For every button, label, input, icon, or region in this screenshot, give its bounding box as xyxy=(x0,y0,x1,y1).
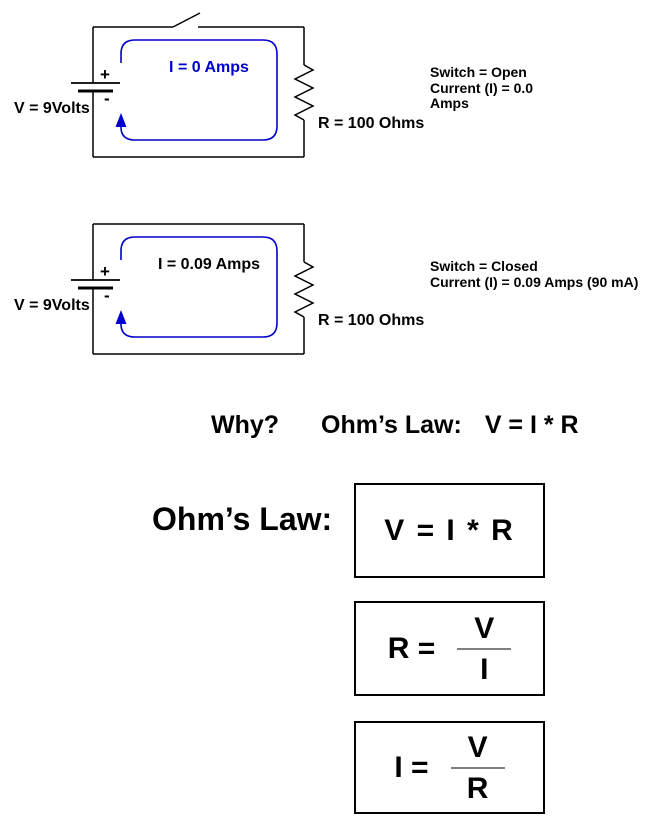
note-line: Amps xyxy=(430,95,469,111)
fraction: V I xyxy=(457,611,512,686)
ohms-law-section-label: Ohm’s Law: xyxy=(152,501,333,537)
battery-minus-sign: - xyxy=(104,89,110,108)
resistor-zigzag xyxy=(293,261,315,318)
resistor-label: R = 100 Ohms xyxy=(318,115,425,132)
voltage-label: V = 9Volts xyxy=(14,297,90,314)
note-line: Current (I) = 0.0 xyxy=(430,79,534,96)
current-loop xyxy=(120,39,278,141)
formula-lhs: R = xyxy=(387,631,436,665)
current-arrow-up-icon xyxy=(115,310,127,324)
switch-open-lever xyxy=(172,12,201,28)
heading-question: Why? xyxy=(211,411,280,439)
fraction-numerator: V xyxy=(474,611,495,645)
fraction-bar xyxy=(457,647,512,650)
heading-formula: V = I * R xyxy=(484,411,579,439)
note-line: Switch = Closed xyxy=(430,258,538,274)
current-value-label: I = 0.09 Amps xyxy=(157,256,261,273)
formula-box-i-equals-v-over-r: I = V R xyxy=(354,721,545,814)
fraction-bar xyxy=(450,766,505,769)
why-ohms-law-heading: Why? Ohm’s Law: V = I * R xyxy=(211,411,579,440)
current-loop xyxy=(120,236,278,338)
current-arrow-up-icon xyxy=(115,113,127,127)
fraction-denominator: R xyxy=(466,771,489,805)
resistor-label: R = 100 Ohms xyxy=(318,312,425,329)
formula-lhs: I = xyxy=(394,750,429,784)
heading-law: Ohm’s Law: xyxy=(321,411,462,439)
circuit-open-schematic xyxy=(71,12,315,158)
circuit-open-notes: Switch = Open Current (I) = 0.0 Amps xyxy=(430,64,534,112)
circuit-closed-schematic xyxy=(71,223,315,355)
note-line: Current (I) = 0.09 Amps (90 mA) xyxy=(430,273,639,290)
formula-box-r-equals-v-over-i: R = V I xyxy=(354,601,545,696)
voltage-label: V = 9Volts xyxy=(14,100,90,117)
fraction-numerator: V xyxy=(467,730,488,764)
fraction: V R xyxy=(450,730,505,805)
circuit-closed-notes: Switch = Closed Current (I) = 0.09 Amps … xyxy=(430,258,639,290)
battery-plus-sign: + xyxy=(100,65,110,84)
battery-minus-sign: - xyxy=(104,286,110,305)
note-line: Switch = Open xyxy=(430,64,527,80)
fraction-denominator: I xyxy=(480,652,489,686)
battery-plus-sign: + xyxy=(100,262,110,281)
formula-text: V = I * R xyxy=(384,513,515,547)
current-value-label: I = 0 Amps xyxy=(169,59,249,76)
resistor-zigzag xyxy=(293,64,315,121)
formula-box-v-equals-ir: V = I * R xyxy=(354,483,545,578)
